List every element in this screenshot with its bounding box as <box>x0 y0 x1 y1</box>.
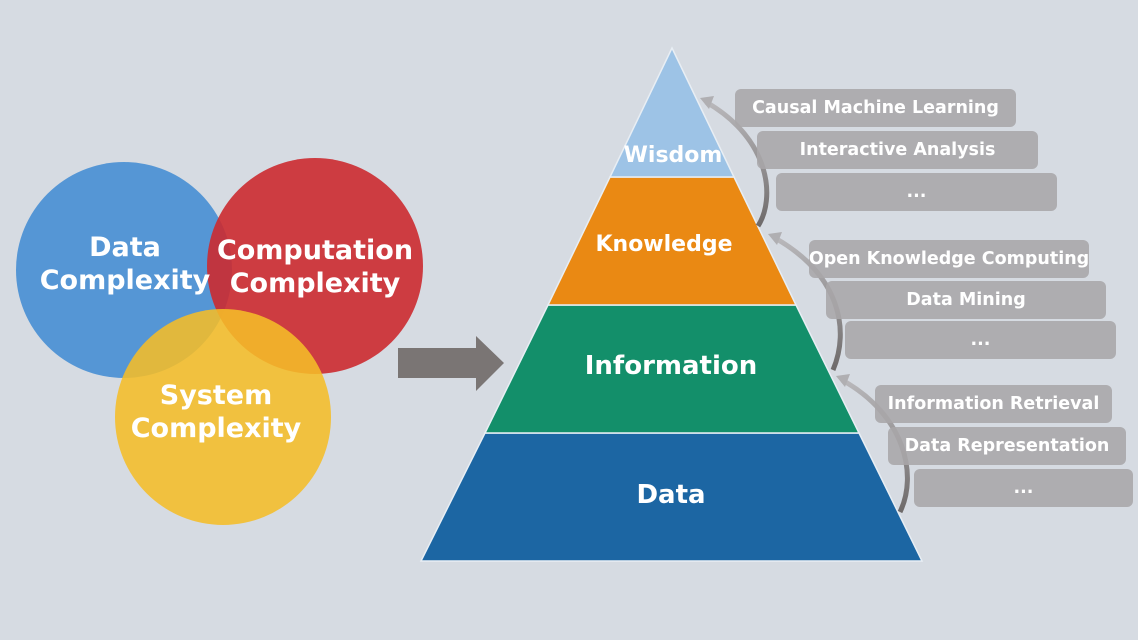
pyramid-layer-wisdom <box>608 46 736 178</box>
right-arrow-icon <box>398 336 504 391</box>
information-label: Information <box>584 351 758 381</box>
system-complexity-circle <box>115 309 331 525</box>
computation-complexity-label: Computation Complexity <box>210 234 420 300</box>
label-line: System <box>159 380 273 411</box>
method-box: Interactive Analysis <box>757 131 1038 169</box>
arrowhead-icon <box>768 232 782 245</box>
label-line: Data <box>89 232 161 263</box>
method-box: Information Retrieval <box>875 385 1112 423</box>
data-complexity-label: Data Complexity <box>20 231 230 297</box>
data-label: Data <box>636 480 706 510</box>
method-box: Causal Machine Learning <box>735 89 1016 127</box>
label-line: Complexity <box>39 265 211 296</box>
method-box: Open Knowledge Computing <box>809 240 1089 278</box>
label-line: Computation <box>216 235 414 266</box>
arrowhead-icon <box>700 96 714 109</box>
knowledge-label: Knowledge <box>595 232 733 257</box>
method-box: ... <box>845 321 1116 359</box>
wisdom-label: Wisdom <box>623 143 723 168</box>
arrowhead-icon <box>836 374 850 387</box>
system-complexity-label: System Complexity <box>111 379 321 445</box>
method-box: ... <box>776 173 1057 211</box>
label-line: Complexity <box>130 413 302 444</box>
label-line: Complexity <box>229 268 401 299</box>
method-box: Data Representation <box>888 427 1126 465</box>
method-box: Data Mining <box>826 281 1106 319</box>
method-box: ... <box>914 469 1133 507</box>
